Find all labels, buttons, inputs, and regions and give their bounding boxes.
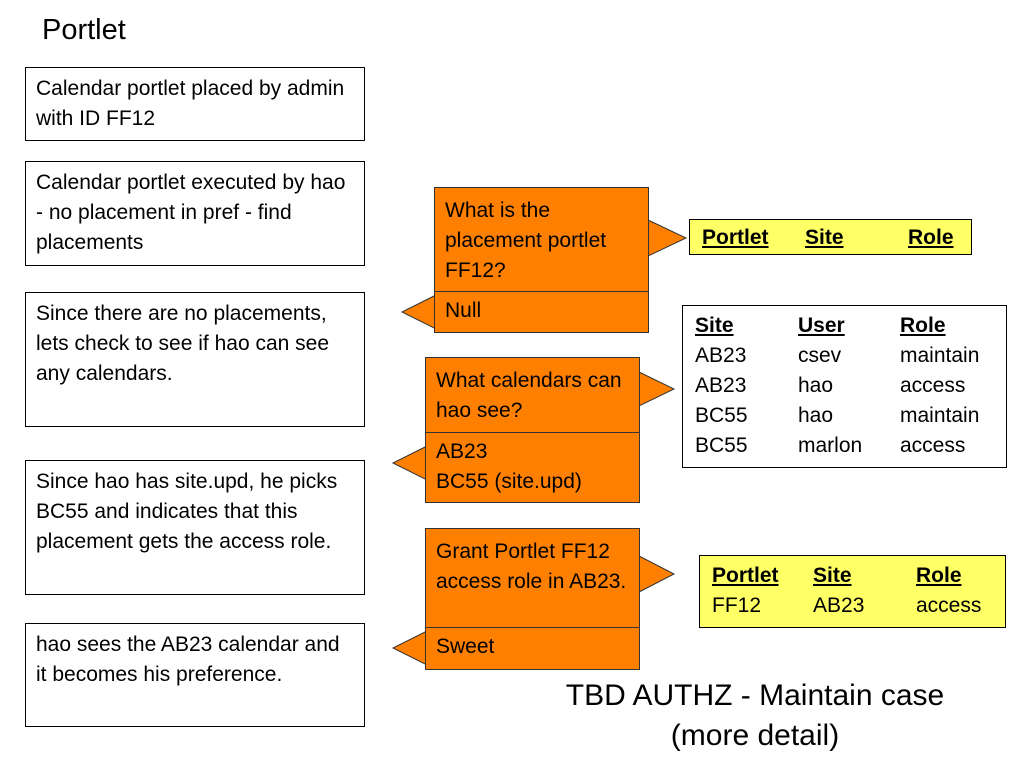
- table-cell: hao: [798, 404, 834, 427]
- query-box-placement: What is the placement portlet FF12? Null: [434, 187, 649, 333]
- table-header: Role: [908, 226, 954, 249]
- table-cell: csev: [798, 344, 842, 367]
- arrow-right-3: [638, 555, 676, 593]
- query-answer-list: AB23 BC55 (site.upd): [426, 432, 639, 501]
- table-row: BC55 marlon access: [695, 431, 979, 461]
- table-header: Portlet: [702, 226, 769, 249]
- step-box-5: hao sees the AB23 calendar and it become…: [25, 623, 365, 727]
- arrow-left-1: [400, 293, 439, 331]
- query-question: What calendars can hao see?: [436, 369, 622, 422]
- query-question: Grant Portlet FF12 access role in AB23.: [436, 540, 627, 593]
- table-header: Site: [695, 314, 734, 337]
- table-row: AB23 csev maintain: [695, 341, 979, 371]
- slide-caption: TBD AUTHZ - Maintain case (more detail): [490, 676, 1020, 756]
- table-header: Portlet: [712, 564, 779, 587]
- step-box-2: Calendar portlet executed by hao - no pl…: [25, 161, 365, 266]
- query-box-calendars: What calendars can hao see? AB23 BC55 (s…: [425, 357, 640, 503]
- page-title: Portlet: [42, 14, 126, 46]
- step-box-1: Calendar portlet placed by admin with ID…: [25, 67, 365, 141]
- table-header-row: Site User Role: [695, 311, 979, 341]
- query-answer-item: BC55 (site.upd): [436, 470, 582, 493]
- table-cell: maintain: [900, 404, 980, 427]
- query-box-grant: Grant Portlet FF12 access role in AB23. …: [425, 528, 640, 670]
- table-cell: BC55: [695, 404, 748, 427]
- arrow-left-3: [391, 629, 430, 667]
- caption-line: (more detail): [670, 719, 840, 752]
- table-cell: maintain: [900, 344, 980, 367]
- table-row: FF12 AB23 access: [712, 591, 981, 621]
- table-header: Role: [900, 314, 946, 337]
- table-cell: access: [900, 434, 966, 457]
- table-header: Role: [916, 564, 962, 587]
- table-cell: access: [916, 594, 982, 617]
- caption-line: TBD AUTHZ - Maintain case: [565, 679, 945, 712]
- table-header: Site: [805, 226, 844, 249]
- arrow-right-2: [638, 371, 676, 407]
- table-header-row: Portlet Site Role: [712, 561, 981, 591]
- table-cell: marlon: [798, 434, 863, 457]
- table-header: Site: [813, 564, 852, 587]
- table-cell: AB23: [695, 374, 747, 397]
- table-cell: AB23: [813, 594, 865, 617]
- table-cell: AB23: [695, 344, 747, 367]
- query-answer: Null: [435, 291, 648, 330]
- table-cell: access: [900, 374, 966, 397]
- placements-table-granted: Portlet Site Role FF12 AB23 access: [699, 555, 1006, 628]
- placements-table-empty: Portlet Site Role: [689, 219, 972, 255]
- query-answer: Sweet: [426, 627, 639, 666]
- arrow-left-2: [391, 444, 430, 482]
- table-cell: FF12: [712, 594, 762, 617]
- table-header-row: Portlet Site Role: [702, 223, 954, 253]
- site-roles-table: Site User Role AB23 csev maintain AB23 h…: [682, 305, 1007, 468]
- table-row: AB23 hao access: [695, 371, 979, 401]
- table-cell: hao: [798, 374, 834, 397]
- step-box-4: Since hao has site.upd, he picks BC55 an…: [25, 460, 365, 595]
- arrow-right-1: [647, 219, 688, 257]
- query-answer-item: AB23: [436, 440, 488, 463]
- table-header: User: [798, 314, 845, 337]
- table-row: BC55 hao maintain: [695, 401, 979, 431]
- table-cell: BC55: [695, 434, 748, 457]
- step-box-3: Since there are no placements, lets chec…: [25, 292, 365, 427]
- query-question: What is the placement portlet FF12?: [445, 199, 607, 282]
